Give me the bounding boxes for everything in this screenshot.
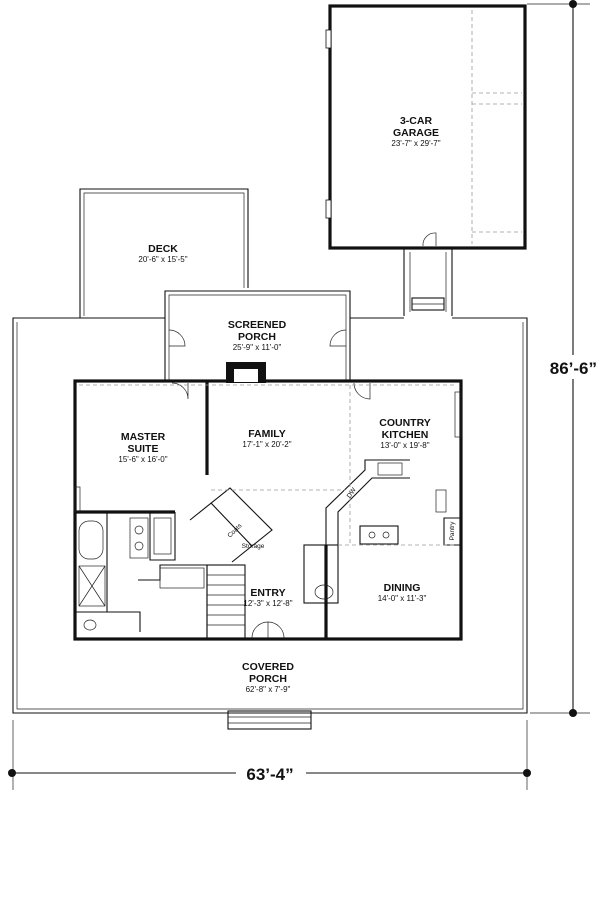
- kitchen-name-line1: COUNTRY: [379, 417, 431, 429]
- screened-porch-name-line2: PORCH: [238, 331, 276, 343]
- garage-name-line1: 3-CAR: [400, 115, 433, 127]
- family-name: FAMILY: [248, 428, 286, 440]
- deck-dims: 20'-6" x 15'-5": [138, 255, 187, 264]
- breezeway: [403, 248, 453, 316]
- overall-depth: 86’-6”: [550, 359, 597, 378]
- screened-porch-dims: 25'-9" x 11'-0": [233, 343, 282, 352]
- master-suite-name-line1: MASTER: [121, 431, 166, 443]
- entry-dims: 12'-3" x 12'-8": [243, 599, 292, 608]
- master-suite-name-line2: SUITE: [128, 443, 159, 455]
- dishwasher-label: DW: [346, 486, 358, 500]
- deck-name: DECK: [148, 243, 178, 255]
- family-dims: 17'-1" x 20'-2": [242, 440, 291, 449]
- storage-label: Storage: [242, 543, 265, 550]
- garage-name-line2: GARAGE: [393, 127, 439, 139]
- depth-dimension: 86’-6”: [527, 0, 600, 717]
- kitchen-dims: 13'-0" x 19'-8": [380, 441, 429, 450]
- kitchen-name-line2: KITCHEN: [382, 429, 429, 441]
- covered-porch: [12, 317, 528, 730]
- room-labels: 3-CAR GARAGE 23'-7" x 29'-7" DECK 20'-6"…: [118, 115, 456, 694]
- deck: [79, 188, 249, 318]
- entry-name: ENTRY: [250, 587, 285, 599]
- width-dimension: 63’-4”: [8, 720, 531, 790]
- screened-porch-name-line1: SCREENED: [228, 319, 287, 331]
- pantry-label: Pantry: [449, 521, 456, 541]
- master-suite-dims: 15'-6" x 16'-0": [118, 455, 167, 464]
- garage: [325, 4, 527, 250]
- house-walls: [73, 362, 463, 641]
- covered-porch-name-line2: PORCH: [249, 673, 287, 685]
- garage-dims: 23'-7" x 29'-7": [391, 139, 440, 148]
- dining-dims: 14'-0" x 11'-3": [378, 594, 427, 603]
- screened-porch: [164, 290, 351, 380]
- overall-width: 63’-4”: [246, 765, 293, 784]
- covered-porch-dims: 62'-8" x 7'-9": [246, 685, 291, 694]
- covered-porch-name-line1: COVERED: [242, 661, 294, 673]
- dining-name: DINING: [384, 582, 421, 594]
- coats-label: Coats: [226, 522, 243, 539]
